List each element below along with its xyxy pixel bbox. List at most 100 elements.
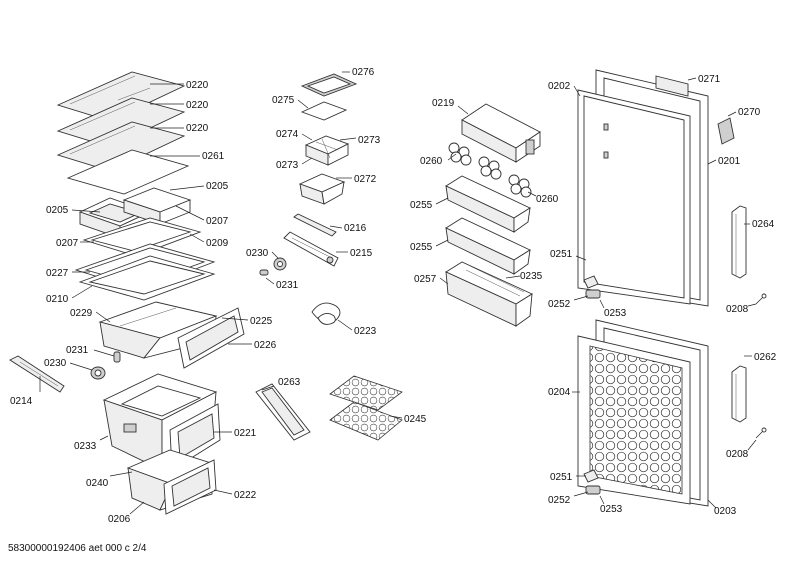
drawer-front-upper [177, 307, 245, 369]
label-0255a: 0255 [410, 200, 433, 211]
roller-0230 [90, 366, 106, 380]
label-0219: 0219 [432, 98, 455, 109]
label-0255b: 0255 [410, 242, 433, 253]
part-labels: 0220 0220 0220 0261 0205 0205 0207 0207 … [10, 67, 777, 525]
label-0220a: 0220 [186, 80, 209, 91]
label-0252a: 0252 [548, 299, 571, 310]
label-0208a: 0208 [726, 304, 749, 315]
label-0209: 0209 [206, 238, 229, 249]
label-0226: 0226 [254, 340, 277, 351]
drawer-front-large [169, 403, 221, 471]
label-0215: 0215 [350, 248, 373, 259]
egg-insert-0260a [448, 142, 502, 180]
label-0229: 0229 [70, 308, 93, 319]
butter-tray [298, 173, 346, 205]
hinge-parts-upper [583, 275, 601, 299]
label-0264: 0264 [752, 219, 775, 230]
door-gasket-fridge-0202 [577, 89, 691, 305]
handle-0262 [731, 365, 747, 423]
egg-insert-0260b [508, 174, 532, 198]
label-0262: 0262 [754, 352, 777, 363]
frame-rail-lower [74, 243, 216, 301]
label-0272: 0272 [354, 174, 377, 185]
label-0251b: 0251 [550, 472, 573, 483]
label-0271 [655, 75, 689, 97]
label-0204: 0204 [548, 387, 571, 398]
label-0270: 0270 [738, 107, 761, 118]
label-0257: 0257 [414, 274, 437, 285]
screw-0208a [755, 293, 767, 305]
egg-holder-0223 [311, 302, 341, 325]
label-0207a: 0207 [56, 238, 79, 249]
label-0245: 0245 [404, 414, 427, 425]
leader-lines [39, 71, 757, 515]
screw-0208b [755, 427, 767, 439]
rail-0216 [293, 213, 337, 237]
door-shelf-0255b [445, 217, 531, 275]
label-0227: 0227 [46, 268, 69, 279]
label-0205b: 0205 [206, 181, 229, 192]
frame-rail-upper [82, 217, 202, 257]
label-0240: 0240 [86, 478, 109, 489]
label-0225: 0225 [250, 316, 273, 327]
handle-0264 [731, 205, 747, 279]
label-0275: 0275 [272, 95, 295, 106]
label-0205a: 0205 [46, 205, 69, 216]
label-0203: 0203 [714, 506, 737, 517]
label-0214: 0214 [10, 396, 33, 407]
label-0274: 0274 [276, 129, 299, 140]
pin-0231b [259, 269, 269, 276]
label-0252b: 0252 [548, 495, 571, 506]
rail-0214 [9, 355, 65, 393]
label-0260b: 0260 [536, 194, 559, 205]
label-0273a: 0273 [358, 135, 381, 146]
label-0235: 0235 [520, 271, 543, 282]
roller-0230b [273, 257, 287, 271]
label-0221: 0221 [234, 428, 257, 439]
label-0230b: 0230 [246, 248, 269, 259]
door-shelf-0255a [445, 175, 531, 233]
label-0231a: 0231 [66, 345, 89, 356]
label-0230a: 0230 [44, 358, 67, 369]
plate-0263 [255, 383, 311, 441]
label-0201: 0201 [718, 156, 741, 167]
door-gasket-freezer-0204 [577, 335, 691, 505]
label-0206: 0206 [108, 514, 131, 525]
label-0273b: 0273 [276, 160, 299, 171]
ice-pack-0245-top [329, 375, 403, 411]
pin-0231 [113, 351, 121, 363]
divider-box [304, 135, 350, 166]
vegetable-drawer-upper [98, 301, 218, 359]
label-0207b: 0207 [206, 216, 229, 227]
glass-shelf-3 [56, 121, 186, 172]
divider-plate [300, 101, 348, 121]
label-0276: 0276 [352, 67, 375, 78]
ice-pack-0245-bottom [329, 401, 403, 441]
label-0233: 0233 [74, 441, 97, 452]
label-0223: 0223 [354, 326, 377, 337]
drawer-front-small [163, 459, 217, 515]
hinge-parts-lower [583, 469, 601, 495]
label-0208b: 0208 [726, 449, 749, 460]
label-0202: 0202 [548, 81, 571, 92]
label-0220b: 0220 [186, 100, 209, 111]
label-0263: 0263 [278, 377, 301, 388]
label-0216: 0216 [344, 223, 367, 234]
label-0222: 0222 [234, 490, 257, 501]
label-0253b: 0253 [600, 504, 623, 515]
bottle-shelf-0257 [445, 261, 533, 327]
dairy-compartment-0219 [461, 103, 541, 163]
glass-cover-plate [66, 149, 190, 195]
label-0220c: 0220 [186, 123, 209, 134]
label-0231b: 0231 [276, 280, 299, 291]
document-footer: 58300000192406 aet 000 c 2/4 [8, 543, 147, 554]
rail-0215 [283, 231, 339, 267]
label-0251a: 0251 [550, 249, 573, 260]
part-0270 [717, 117, 735, 145]
label-0253a: 0253 [604, 308, 627, 319]
label-0261: 0261 [202, 151, 225, 162]
label-0260a: 0260 [420, 156, 443, 167]
label-0271: 0271 [698, 74, 721, 85]
